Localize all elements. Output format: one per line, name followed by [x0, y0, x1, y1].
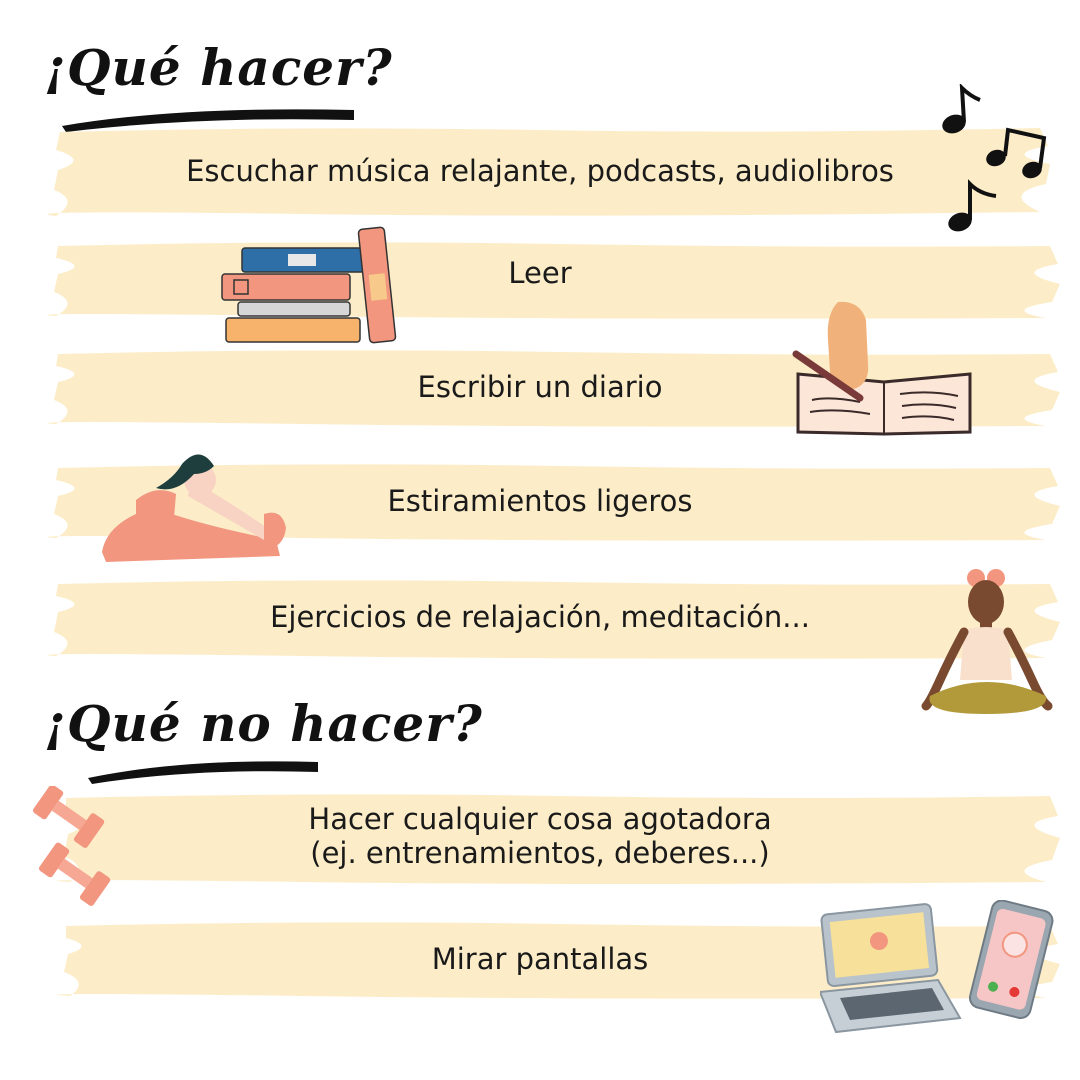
writing-journal-icon	[792, 301, 972, 436]
meditating-woman-icon	[921, 569, 1053, 714]
dont-item-exhausting: Hacer cualquier cosa agotadora (ej. entr…	[0, 790, 1080, 886]
do-section-title: ¡Qué hacer?	[44, 38, 393, 97]
dont-item-label-line1: Hacer cualquier cosa agotadora	[308, 802, 772, 836]
do-item-label: Escuchar música relajante, podcasts, aud…	[186, 154, 894, 188]
do-item-meditation: Ejercicios de relajación, meditación...	[0, 578, 1080, 660]
books-icon	[221, 226, 397, 344]
do-item-music: Escuchar música relajante, podcasts, aud…	[0, 124, 1080, 220]
stretching-woman-icon	[102, 454, 286, 562]
do-item-stretching: Estiramientos ligeros	[0, 462, 1080, 542]
do-item-label: Estiramientos ligeros	[387, 484, 693, 518]
dumbbells-icon	[33, 786, 111, 906]
do-item-label: Ejercicios de relajación, meditación...	[270, 600, 810, 634]
music-notes-icon	[942, 84, 1047, 232]
dont-item-label-line2: (ej. entrenamientos, deberes...)	[310, 836, 770, 870]
do-item-label: Leer	[508, 256, 572, 290]
do-title-underline	[62, 109, 354, 132]
do-item-label: Escribir un diario	[417, 370, 663, 404]
dont-title-underline	[88, 761, 318, 784]
dont-section-title: ¡Qué no hacer?	[44, 694, 483, 753]
laptop-phone-icon	[820, 900, 1054, 1034]
dont-item-label: Mirar pantallas	[431, 942, 649, 976]
dont-item-screens: Mirar pantallas	[0, 920, 1080, 1000]
